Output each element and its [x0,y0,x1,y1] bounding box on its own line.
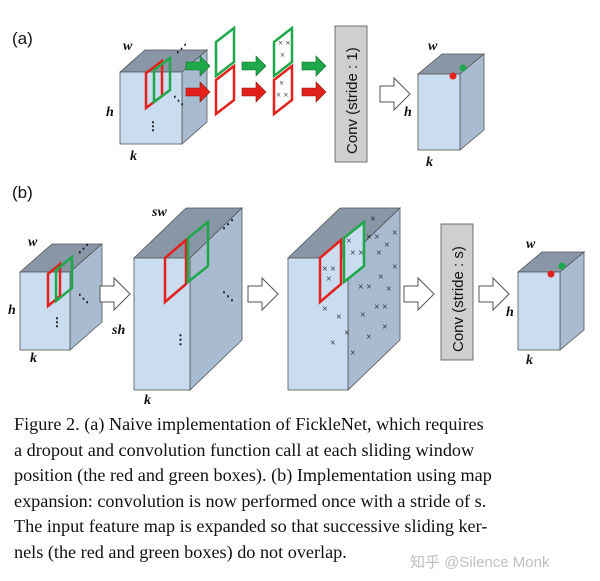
label-k-b: k [30,351,37,366]
svg-text:×: × [350,348,356,359]
svg-text:× ×: × × [278,38,290,48]
output-feature-map-a [416,53,486,151]
svg-text:×: × [280,50,285,60]
caption-line: Figure 2. (a) Naive implementation of Fi… [14,414,484,434]
svg-text:×: × [326,274,332,285]
label-h-b-out: h [506,305,514,320]
svg-text:×: × [344,328,350,339]
expanded-feature-map-b: ⋰ ⋱ ⋮ [133,207,243,391]
svg-text:⋱: ⋱ [173,95,184,107]
hollow-arrow-b4 [478,276,510,312]
svg-text:⋮: ⋮ [51,315,63,329]
label-k-b-exp: k [144,393,151,408]
red-kernel-a [214,63,236,117]
caption-line: nels (the red and green boxes) do not ov… [14,541,347,562]
caption-line: position (the red and green boxes). (b) … [14,465,492,486]
green-dropout-kernel-a: × × × [272,25,294,79]
conv-box-a [334,25,368,163]
svg-text:×: × [279,78,284,88]
svg-text:× ×: × × [366,232,380,243]
green-arrow-a1 [185,55,211,77]
label-h-a: h [106,105,114,120]
svg-text:⋰: ⋰ [176,43,187,55]
red-arrow-a3 [301,81,327,103]
svg-text:× ×: × × [350,248,364,259]
svg-text:×: × [330,338,336,349]
watermark: 知乎 @Silence Monk [410,554,550,571]
figure-caption: Figure 2. (a) Naive implementation of Fi… [14,412,588,566]
conv-label-a: Conv (stride : 1) [344,47,361,154]
svg-text:× ×: × × [322,264,336,275]
svg-text:×: × [366,332,372,343]
green-arrow-a3 [301,55,327,77]
label-k-a: k [130,149,137,164]
svg-text:×: × [382,322,388,333]
caption-line: expansion: convolution is now performed … [14,490,487,511]
red-dropout-kernel-a: × × × [272,63,294,117]
svg-text:×: × [386,284,392,295]
conv-box-b [440,223,474,361]
svg-text:×: × [384,240,390,251]
svg-text:× ×: × × [358,282,372,293]
svg-text:×: × [376,248,382,259]
output-feature-map-b [516,251,586,351]
label-sh-b: sh [111,323,125,338]
panel-label-b: (b) [12,183,33,202]
label-h-a-out: h [404,105,412,120]
svg-text:× ×: × × [276,90,288,100]
label-w-b: w [28,235,38,250]
label-k-b-out: k [526,353,533,368]
hollow-arrow-b3 [403,276,435,312]
red-arrow-a2 [241,81,267,103]
caption-line: The input feature map is expanded so tha… [14,516,488,537]
input-feature-map-b: ⋰ ⋱ ⋮ [18,243,104,351]
svg-text:×: × [378,272,384,283]
svg-text:×: × [360,310,366,321]
label-sw-b: sw [151,205,167,220]
hollow-arrow-b1 [99,276,131,312]
svg-text:×: × [322,304,328,315]
input-feature-map-a: ⋰ ⋱ ⋮ [118,43,209,145]
svg-text:⋮: ⋮ [174,332,187,347]
label-w-a: w [123,39,133,54]
dropout-feature-map-b: × ×× ×× × ×× × ×× ×× × ×× ×× ×× × ×× ×× … [287,207,401,391]
caption-line: a dropout and convolution function call … [14,439,475,460]
svg-text:×: × [392,262,398,273]
svg-text:⋱: ⋱ [78,293,89,305]
green-kernel-a [214,25,236,79]
green-arrow-a2 [241,55,267,77]
hollow-arrow-b2 [247,276,279,312]
svg-text:⋮: ⋮ [147,119,159,133]
ficklenet-diagram: (a) ⋰ ⋱ ⋮ w h k × × × × × × [8,25,586,408]
hollow-arrow-a [379,76,411,112]
label-w-a-out: w [428,39,438,54]
svg-text:×: × [370,214,376,225]
conv-label-b: Conv (stride : s) [450,246,467,352]
svg-text:⋰: ⋰ [222,217,234,231]
panel-label-a: (a) [12,29,33,48]
label-k-a-out: k [426,155,433,170]
svg-text:×: × [346,236,352,247]
svg-text:⋰: ⋰ [78,243,89,255]
svg-text:×: × [336,312,342,323]
svg-text:⋱: ⋱ [222,289,234,303]
red-arrow-a1 [185,81,211,103]
svg-text:×: × [392,228,398,239]
svg-text:× ×: × × [374,302,388,313]
label-h-b: h [8,303,16,318]
label-w-b-out: w [526,237,536,252]
